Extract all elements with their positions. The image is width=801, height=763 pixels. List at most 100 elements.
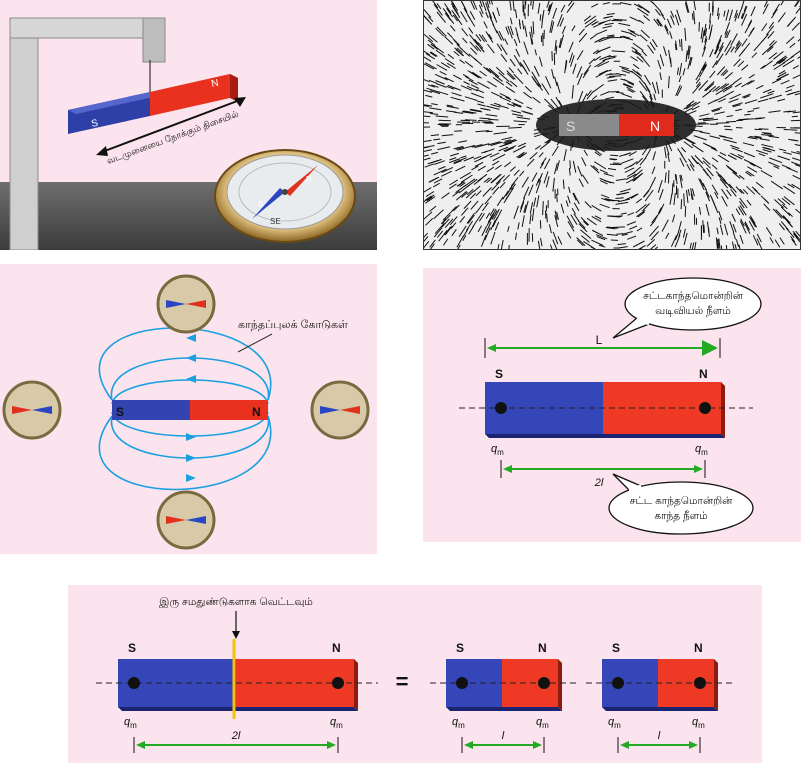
iron-filing bbox=[705, 203, 710, 216]
iron-filing bbox=[670, 57, 672, 68]
iron-filing bbox=[450, 25, 456, 32]
iron-filing bbox=[724, 21, 730, 35]
iron-filing bbox=[511, 102, 522, 107]
iron-filing bbox=[627, 88, 634, 93]
iron-filing bbox=[661, 219, 669, 232]
iron-filing bbox=[712, 85, 720, 92]
iron-filing bbox=[656, 19, 662, 27]
iron-filing bbox=[782, 59, 795, 68]
iron-filing bbox=[620, 2, 632, 6]
iron-filing bbox=[787, 110, 797, 113]
iron-filing bbox=[468, 27, 474, 34]
iron-filing bbox=[715, 86, 728, 96]
iron-filing bbox=[438, 91, 449, 96]
iron-filing bbox=[485, 212, 491, 219]
iron-filing bbox=[485, 31, 494, 43]
iron-filing bbox=[584, 18, 597, 28]
iron-filing bbox=[642, 203, 651, 212]
iron-filing bbox=[490, 174, 501, 184]
iron-filing bbox=[752, 234, 759, 246]
iron-filing bbox=[690, 188, 694, 200]
bubble-top-line2: வடிவியல் நீளம் bbox=[655, 305, 731, 317]
iron-filing bbox=[632, 42, 644, 51]
iron-filing bbox=[676, 67, 679, 75]
iron-filing bbox=[453, 204, 460, 212]
iron-filing bbox=[552, 7, 558, 19]
iron-filing bbox=[652, 1, 662, 12]
iron-filing bbox=[761, 33, 769, 42]
iron-filing bbox=[515, 48, 521, 57]
iron-filing bbox=[496, 7, 500, 17]
iron-filing bbox=[773, 61, 786, 70]
half2-pole-label-n: N bbox=[694, 641, 703, 655]
direction-arrow-head bbox=[234, 97, 246, 107]
iron-filing bbox=[532, 96, 541, 104]
iron-filing bbox=[425, 191, 435, 198]
iron-filing bbox=[435, 115, 449, 118]
iron-filing bbox=[554, 210, 558, 220]
iron-filing bbox=[685, 50, 688, 59]
iron-filing bbox=[567, 195, 571, 204]
iron-filing bbox=[576, 239, 584, 247]
iron-filing bbox=[769, 39, 775, 46]
compass-bottom bbox=[156, 490, 216, 550]
iron-filing bbox=[555, 96, 563, 108]
iron-filing bbox=[548, 3, 552, 12]
iron-filing bbox=[531, 208, 535, 221]
iron-filing bbox=[566, 232, 572, 239]
iron-filing bbox=[424, 163, 435, 168]
bar-magnet: S N bbox=[68, 74, 238, 134]
iron-filing bbox=[780, 206, 791, 216]
iron-filing bbox=[675, 84, 681, 96]
iron-filing bbox=[640, 55, 650, 67]
iron-filing bbox=[526, 158, 535, 167]
iron-filing bbox=[516, 151, 525, 158]
iron-filing bbox=[772, 58, 784, 67]
bar-magnet: S N bbox=[559, 114, 674, 136]
iron-filing bbox=[621, 231, 633, 235]
iron-filing bbox=[735, 119, 744, 122]
iron-filing bbox=[427, 84, 435, 88]
iron-filing bbox=[497, 80, 505, 86]
iron-filing bbox=[425, 94, 433, 98]
iron-filing bbox=[484, 195, 492, 205]
iron-filing bbox=[691, 188, 695, 197]
iron-filing bbox=[732, 224, 737, 233]
iron-filing bbox=[793, 233, 800, 243]
iron-filing bbox=[695, 71, 702, 81]
iron-filing bbox=[446, 62, 456, 69]
iron-filing bbox=[667, 153, 670, 162]
iron-filing bbox=[490, 103, 501, 108]
iron-filing bbox=[540, 157, 547, 166]
magnet-pole-n: N bbox=[252, 405, 261, 419]
iron-filing bbox=[683, 193, 685, 207]
iron-filing bbox=[591, 95, 598, 100]
iron-filing bbox=[670, 15, 675, 25]
iron-filing bbox=[742, 188, 749, 195]
iron-filing bbox=[792, 65, 799, 70]
iron-filing bbox=[674, 235, 681, 248]
iron-filing bbox=[461, 144, 476, 150]
iron-filing bbox=[711, 164, 718, 170]
iron-filing bbox=[509, 25, 514, 36]
iron-filing bbox=[684, 27, 687, 41]
pole-label-s: S bbox=[495, 367, 503, 381]
compass-right bbox=[310, 380, 370, 440]
iron-filing bbox=[556, 211, 559, 220]
iron-filing bbox=[649, 41, 656, 51]
iron-filing bbox=[671, 183, 674, 195]
stand-hook bbox=[142, 17, 166, 63]
iron-filing bbox=[435, 49, 446, 58]
iron-filing bbox=[468, 225, 475, 235]
iron-filing bbox=[432, 1, 439, 9]
iron-filing bbox=[792, 174, 800, 180]
field-lines-label: காந்தப்புலக் கோடுகள் bbox=[238, 319, 348, 331]
iron-filing bbox=[495, 178, 502, 185]
iron-filing bbox=[459, 216, 466, 223]
iron-filing bbox=[656, 18, 663, 27]
iron-filing bbox=[676, 86, 683, 97]
bar-magnet: S N bbox=[112, 400, 268, 420]
iron-filing bbox=[644, 189, 654, 202]
iron-filing bbox=[556, 194, 558, 203]
iron-filing bbox=[694, 155, 704, 165]
